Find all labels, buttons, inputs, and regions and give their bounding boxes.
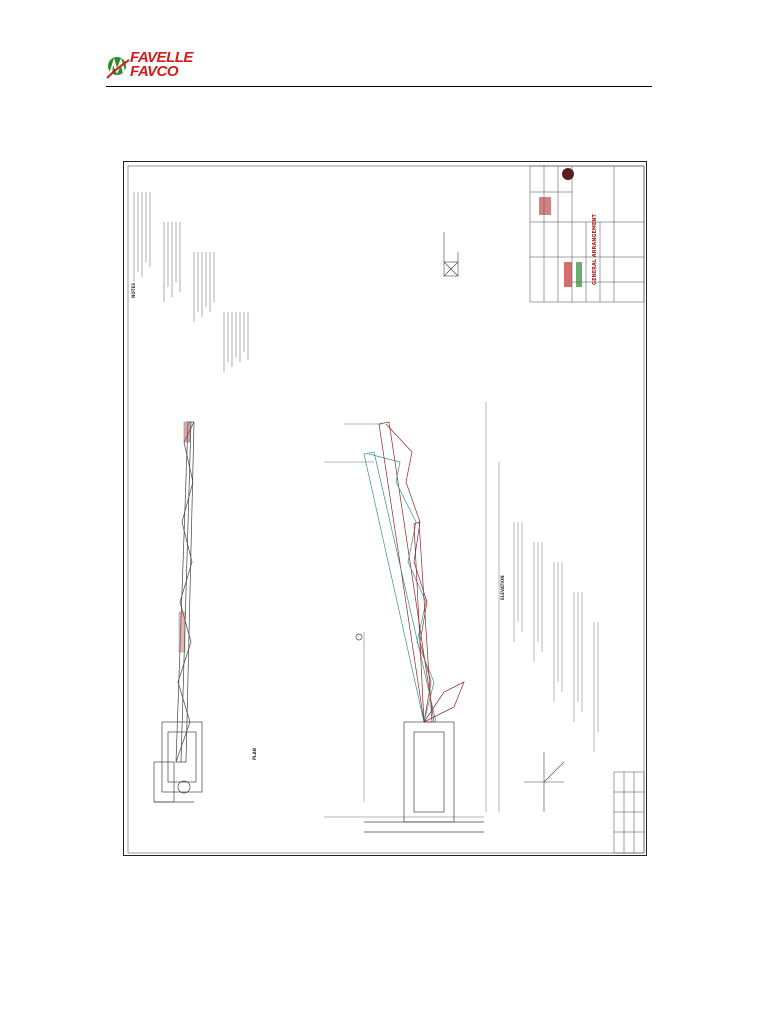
sheet-title: GENERAL ARRANGEMENT	[592, 214, 598, 285]
elevation-view	[324, 402, 500, 833]
stamp-icon	[562, 168, 574, 180]
logo-mark-icon	[106, 57, 130, 79]
plan-view-boom	[153, 421, 203, 803]
elevation-view-label: ELEVATION	[500, 575, 505, 600]
plan-view-label: PLAN	[252, 748, 257, 760]
notes-title: NOTES	[131, 282, 136, 298]
detail-view	[443, 232, 459, 277]
logo-text-favelle: FAVELLE	[130, 49, 193, 66]
company-logo: FAVELLE FAVCO	[106, 50, 206, 82]
drawing-canvas	[127, 165, 645, 854]
force-diagram	[524, 752, 565, 812]
general-arrangement-drawing	[123, 161, 647, 856]
header-rule	[106, 86, 652, 87]
title-block	[529, 165, 645, 303]
logo-text-favco: FAVCO	[130, 63, 179, 80]
